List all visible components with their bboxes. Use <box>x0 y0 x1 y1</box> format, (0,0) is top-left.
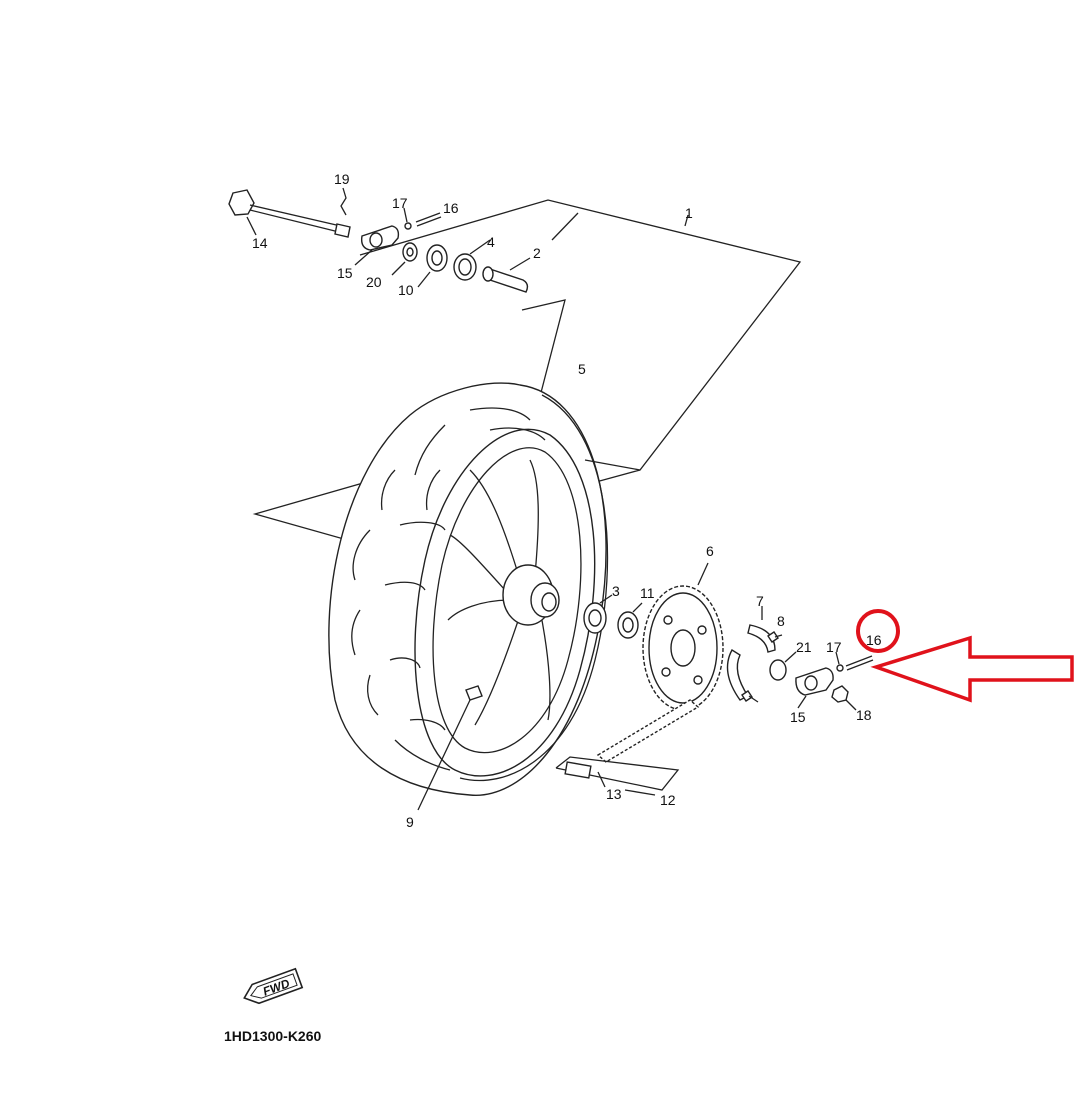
callout-16-right: 16 <box>866 632 882 648</box>
callout-labels: 1 2 3 4 5 6 7 8 9 10 11 12 13 14 15 15 1… <box>252 171 882 830</box>
callout-13: 13 <box>606 786 622 802</box>
callout-20: 20 <box>366 274 382 290</box>
callout-6: 6 <box>706 543 714 559</box>
callout-18: 18 <box>856 707 872 723</box>
nut-18 <box>831 685 857 711</box>
callout-15-right: 15 <box>790 709 806 725</box>
callout-5: 5 <box>578 361 586 377</box>
callout-11: 11 <box>640 585 655 601</box>
pointer-19 <box>340 187 347 216</box>
forward-direction-icon: FWD <box>243 967 304 1005</box>
drive-chain-12 <box>555 699 700 791</box>
rear-wheel-5 <box>328 382 641 796</box>
collar-21 <box>769 651 797 681</box>
highlight-arrow <box>870 635 1074 703</box>
pointer-9 <box>417 699 471 811</box>
spacer-10 <box>417 244 448 288</box>
callout-21: 21 <box>796 639 812 655</box>
bolt-16-right <box>845 655 874 671</box>
pin-17-right <box>835 651 844 672</box>
axle-bolt-14 <box>228 189 351 238</box>
callout-17-left: 17 <box>392 195 408 211</box>
callout-3: 3 <box>612 583 620 599</box>
callout-9: 9 <box>406 814 414 830</box>
callout-19: 19 <box>334 171 350 187</box>
sprocket-6 <box>642 562 724 711</box>
spacer-tube-2 <box>482 257 531 293</box>
pin-17-left <box>403 207 412 230</box>
bearing-4 <box>453 239 491 281</box>
callout-16-left: 16 <box>443 200 459 216</box>
callout-15-left: 15 <box>337 265 353 281</box>
bearing-3 <box>583 594 613 634</box>
chain-adjuster-15-right <box>795 667 834 709</box>
callout-14: 14 <box>252 235 268 251</box>
bolt-16-left <box>415 212 442 227</box>
callout-2: 2 <box>533 245 541 261</box>
collar-11 <box>617 602 643 639</box>
callout-12: 12 <box>660 792 676 808</box>
bolt-8 <box>741 631 783 703</box>
callout-10: 10 <box>398 282 414 298</box>
brake-shoe-7 <box>726 606 776 701</box>
callout-7: 7 <box>756 593 764 609</box>
master-link-13 <box>564 761 656 796</box>
callout-4: 4 <box>487 234 495 250</box>
callout-1: 1 <box>685 205 693 221</box>
callout-8: 8 <box>777 613 785 629</box>
callout-17-right: 17 <box>826 639 842 655</box>
chain-adjuster-15-left <box>354 225 400 266</box>
collar-20 <box>391 242 418 276</box>
diagram-code: 1HD1300-K260 <box>224 1028 321 1044</box>
highlight-circle <box>856 609 900 653</box>
